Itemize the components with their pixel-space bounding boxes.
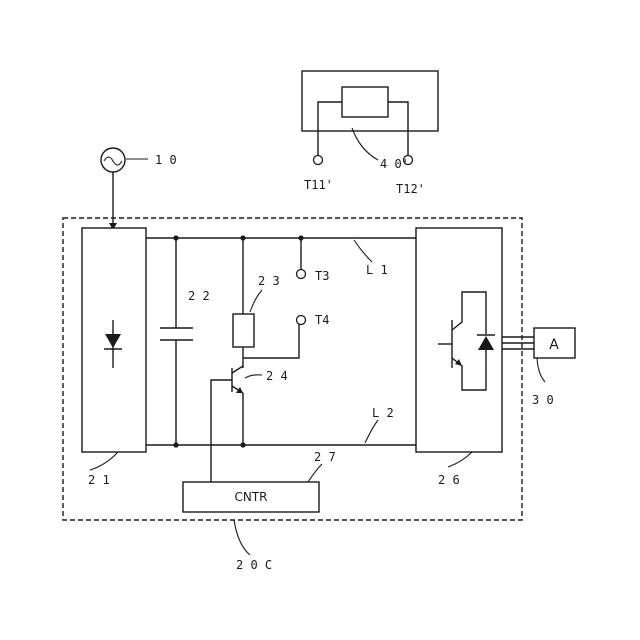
load-text: A bbox=[549, 337, 559, 353]
label-10: 1 0 bbox=[155, 153, 177, 167]
label-20c: 2 0 C bbox=[236, 558, 272, 572]
leader-l2 bbox=[365, 420, 378, 443]
rectifier-21: 2 1 bbox=[82, 228, 146, 487]
junction-dot bbox=[298, 235, 303, 240]
inverter-26: 2 6 bbox=[416, 228, 502, 487]
leader-40 bbox=[352, 128, 378, 160]
label-21: 2 1 bbox=[88, 473, 110, 487]
leader-24 bbox=[245, 375, 262, 378]
controller-text: CNTR bbox=[234, 490, 267, 504]
leader-20c bbox=[234, 520, 250, 555]
junction-dot bbox=[173, 235, 178, 240]
label-t4: T4 bbox=[315, 313, 329, 327]
label-24: 2 4 bbox=[266, 369, 288, 383]
terminal-t11-circle bbox=[314, 156, 323, 165]
label-27: 2 7 bbox=[314, 450, 336, 464]
terminals-t3-t4: T3 T4 bbox=[297, 235, 330, 327]
label-22: 2 2 bbox=[188, 289, 210, 303]
leader-21 bbox=[90, 452, 118, 470]
terminal-t4-circle bbox=[297, 316, 306, 325]
label-23: 2 3 bbox=[258, 274, 280, 288]
label-30: 3 0 bbox=[532, 393, 554, 407]
base-lead bbox=[211, 380, 232, 482]
load-30: A 3 0 bbox=[502, 328, 575, 407]
controller-27: CNTR 2 7 bbox=[183, 450, 336, 512]
leader-27 bbox=[308, 464, 322, 482]
junction-dot bbox=[173, 442, 178, 447]
external-unit-40: 4 0' T11' T12' bbox=[302, 71, 438, 196]
capacitor-22: 2 2 bbox=[160, 235, 210, 447]
sine-wave-icon bbox=[104, 157, 122, 165]
label-t3: T3 bbox=[315, 269, 329, 283]
label-l2: L 2 bbox=[372, 406, 394, 420]
leader-26 bbox=[448, 452, 472, 467]
external-resistor bbox=[342, 87, 388, 117]
resistor-23 bbox=[233, 314, 254, 347]
leader-l1 bbox=[354, 240, 372, 262]
leader-30 bbox=[537, 358, 545, 382]
label-26: 2 6 bbox=[438, 473, 460, 487]
terminal-t3-circle bbox=[297, 270, 306, 279]
label-40: 4 0' bbox=[380, 157, 409, 171]
transistor-collector bbox=[232, 366, 243, 373]
junction-dot bbox=[240, 442, 245, 447]
label-l1: L 1 bbox=[366, 263, 388, 277]
inverter-block bbox=[416, 228, 502, 452]
leader-23 bbox=[250, 290, 262, 312]
junction-dot bbox=[240, 235, 245, 240]
label-t11: T11' bbox=[304, 178, 333, 192]
label-t12: T12' bbox=[396, 182, 425, 196]
